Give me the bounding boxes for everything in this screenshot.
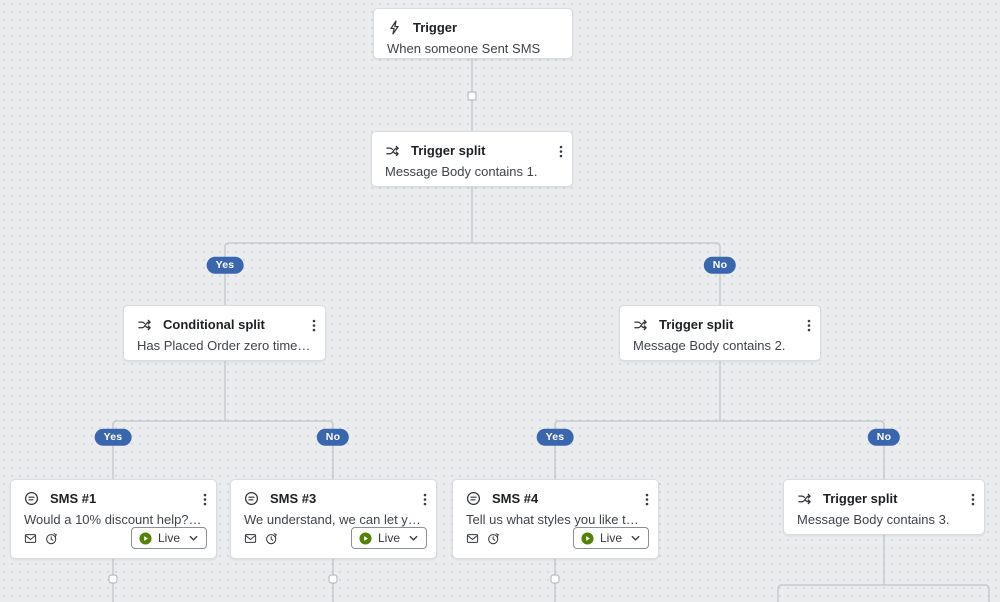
- play-circle-icon: [581, 532, 594, 545]
- flow-card-trigger-split-3[interactable]: Trigger split Message Body contains 3.: [783, 479, 985, 535]
- smart-send-time-clock-icon: [45, 532, 58, 545]
- kebab-menu-icon[interactable]: [969, 490, 977, 509]
- play-circle-icon: [139, 532, 152, 545]
- status-dropdown[interactable]: Live: [131, 527, 207, 549]
- path-label-no: No: [867, 428, 901, 446]
- status-label: Live: [600, 531, 623, 545]
- split-arrows-icon: [633, 317, 648, 332]
- card-title: Trigger split: [823, 491, 898, 506]
- status-label: Live: [378, 531, 401, 545]
- card-body-text: Has Placed Order zero times over all tim…: [137, 338, 325, 353]
- card-body-text: We understand, we can let you know whe..…: [244, 512, 436, 527]
- smart-send-time-clock-icon: [265, 532, 278, 545]
- email-icon: [24, 532, 37, 545]
- path-label-no: No: [703, 256, 737, 274]
- flow-card-trigger[interactable]: Trigger When someone Sent SMS: [373, 8, 573, 59]
- kebab-menu-icon[interactable]: [643, 490, 651, 509]
- flow-card-sms-1[interactable]: SMS #1 Would a 10% discount help? Use co…: [10, 479, 217, 559]
- email-icon: [466, 532, 479, 545]
- card-body-text: Message Body contains 2.: [633, 338, 786, 353]
- card-title: Trigger: [413, 20, 458, 35]
- kebab-menu-icon[interactable]: [310, 316, 318, 335]
- card-title: SMS #1: [50, 491, 97, 506]
- card-body-text: Message Body contains 3.: [797, 512, 950, 527]
- path-label-no: No: [316, 428, 350, 446]
- message-circle-icon: [244, 491, 259, 506]
- lightning-bolt-icon: [387, 20, 402, 35]
- flow-card-trigger-split-2[interactable]: Trigger split Message Body contains 2.: [619, 305, 821, 361]
- split-arrows-icon: [137, 317, 152, 332]
- card-title: Trigger split: [411, 143, 486, 158]
- chevron-down-icon: [630, 533, 641, 544]
- flow-card-sms-3[interactable]: SMS #3 We understand, we can let you kno…: [230, 479, 437, 559]
- split-arrows-icon: [385, 143, 400, 158]
- status-dropdown[interactable]: Live: [351, 527, 427, 549]
- path-label-yes: Yes: [536, 428, 574, 446]
- card-body-text: Would a 10% discount help? Use code G...: [24, 512, 216, 527]
- card-title: Conditional split: [163, 317, 265, 332]
- card-title: Trigger split: [659, 317, 734, 332]
- kebab-menu-icon[interactable]: [201, 490, 209, 509]
- path-label-yes: Yes: [206, 256, 244, 274]
- card-title: SMS #3: [270, 491, 317, 506]
- chevron-down-icon: [188, 533, 199, 544]
- kebab-menu-icon[interactable]: [421, 490, 429, 509]
- smart-send-time-clock-icon: [487, 532, 500, 545]
- chevron-down-icon: [408, 533, 419, 544]
- status-dropdown[interactable]: Live: [573, 527, 649, 549]
- path-label-yes: Yes: [94, 428, 132, 446]
- kebab-menu-icon[interactable]: [805, 316, 813, 335]
- message-circle-icon: [466, 491, 481, 506]
- split-arrows-icon: [797, 491, 812, 506]
- flow-card-sms-4[interactable]: SMS #4 Tell us what styles you like to g…: [452, 479, 659, 559]
- flow-card-conditional-split[interactable]: Conditional split Has Placed Order zero …: [123, 305, 326, 361]
- message-circle-icon: [24, 491, 39, 506]
- status-label: Live: [158, 531, 181, 545]
- card-title: SMS #4: [492, 491, 539, 506]
- add-step-node: [108, 91, 560, 584]
- kebab-menu-icon[interactable]: [557, 142, 565, 161]
- card-body-text: When someone Sent SMS: [387, 41, 541, 56]
- play-circle-icon: [359, 532, 372, 545]
- card-body-text: Tell us what styles you like to get cust…: [466, 512, 658, 527]
- email-icon: [244, 532, 257, 545]
- card-body-text: Message Body contains 1.: [385, 164, 538, 179]
- flow-card-trigger-split-1[interactable]: Trigger split Message Body contains 1.: [371, 131, 573, 187]
